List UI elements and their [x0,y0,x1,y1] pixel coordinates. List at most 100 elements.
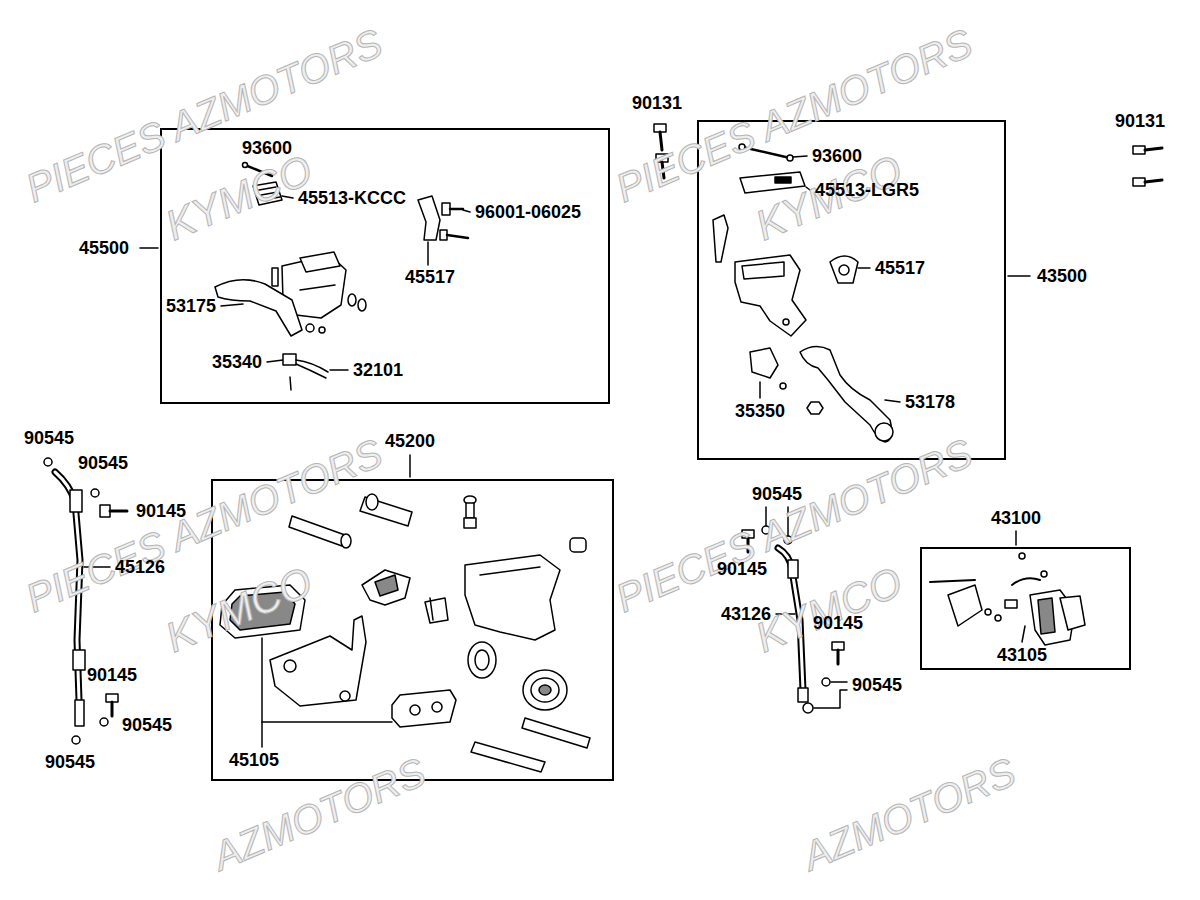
brake-caliper [289,516,345,546]
leader-line [1015,531,1017,545]
watermark-text: KYMCO [159,147,319,250]
assembly-number: 43500 [1037,266,1087,287]
brake-lever-assembly [243,163,248,168]
callout-number: 43105 [997,645,1047,666]
brake-caliper [468,642,496,678]
brake-lever-assembly [300,285,335,290]
assembly-number: 43100 [991,508,1041,529]
brake-caliper [930,580,975,582]
brake-caliper [464,518,476,528]
callout-number: 96001-06025 [475,202,581,223]
brake-lever-assembly [742,262,784,279]
brake-caliper [375,575,398,596]
leader-line [140,247,158,249]
brake-caliper [425,598,448,623]
leader-line [409,455,411,477]
callout-number: 93600 [242,138,292,159]
leader-line [1008,275,1030,277]
brake-caliper [1005,600,1017,608]
leader-line [831,681,847,683]
brake-hose [91,489,99,497]
leader-line [330,369,348,371]
leader-line [885,400,900,402]
brake-caliper [432,702,442,712]
callout-number: 90131 [632,93,682,114]
callout-number: 90545 [752,484,802,505]
brake-hose [72,736,80,744]
assembly-number: 45200 [385,431,435,452]
brake-lever-assembly [418,196,440,240]
callout-number: 90145 [717,559,767,580]
brake-lever-assembly [290,377,291,390]
callout-number: 90545 [78,453,128,474]
brake-lever-assembly [839,265,849,275]
callout-number: 90145 [136,501,186,522]
watermark-text: PIECES AZMOTORS [19,430,388,620]
brake-lever-assembly [830,256,858,283]
brake-lever-assembly [807,402,823,414]
callout-number: 93600 [812,146,862,167]
callout-number: 45105 [229,750,279,771]
callout-number: 43126 [721,604,771,625]
brake-caliper [531,678,559,702]
brake-lever-assembly [283,354,296,365]
callout-number: 90545 [852,675,902,696]
brake-hose [822,678,830,686]
leader-line [858,267,870,269]
brake-lever-assembly [783,319,789,325]
brake-lever-assembly [713,215,728,262]
brake-hose [837,650,840,664]
brake-lever-assembly [319,327,325,333]
callout-number: 90145 [87,665,137,686]
assembly-number: 45500 [79,238,129,259]
bolt-symbol [1145,148,1162,150]
brake-hose [44,458,52,466]
brake-caliper [362,570,410,605]
brake-lever-assembly [787,155,793,161]
brake-lever-assembly [358,299,366,311]
brake-lever-assembly [875,423,893,441]
brake-hose [110,510,127,513]
callout-number: 45517 [405,267,455,288]
brake-caliper [392,690,456,727]
brake-lever-assembly [735,255,806,336]
leader-line [1022,626,1025,642]
brake-caliper [1019,553,1025,559]
bolt-symbol [1133,178,1145,186]
brake-hose [798,688,808,702]
callout-number: 90545 [24,428,74,449]
brake-hose [803,703,813,713]
callout-number: 45513-LGR5 [815,180,919,201]
brake-hose [73,650,85,670]
brake-caliper [284,660,296,672]
brake-hose [75,700,84,726]
brake-caliper [948,585,982,626]
callout-number: 35350 [735,401,785,422]
brake-lever-assembly [450,208,463,211]
callout-number: 45126 [115,557,165,578]
brake-caliper [340,691,350,701]
callout-number: 90145 [813,613,863,634]
brake-lever-assembly [775,177,791,183]
brake-caliper [480,567,540,575]
brake-lever-assembly [750,348,778,378]
leader-line [84,156,1030,747]
brake-caliper [1012,578,1040,585]
watermark-text: PIECES AZMOTORS [609,20,978,210]
watermark-text: AZMOTORS [796,749,1021,878]
callout-number: 90545 [45,752,95,773]
leader-line [261,638,263,747]
brake-caliper [410,705,420,715]
leader-line [427,242,429,265]
brake-caliper [475,650,489,670]
watermark-text: KYMCO [159,559,319,662]
brake-caliper [465,555,560,640]
watermark-text: PIECES AZMOTORS [609,430,978,620]
watermark-text: PIECES AZMOTORS [19,20,388,210]
leader-line [221,304,243,306]
callout-number: 90545 [122,715,172,736]
callout-number: 45513-KCCC [298,188,406,209]
brake-hose [100,718,108,726]
brake-caliper [430,598,433,620]
leader-line [759,382,761,398]
